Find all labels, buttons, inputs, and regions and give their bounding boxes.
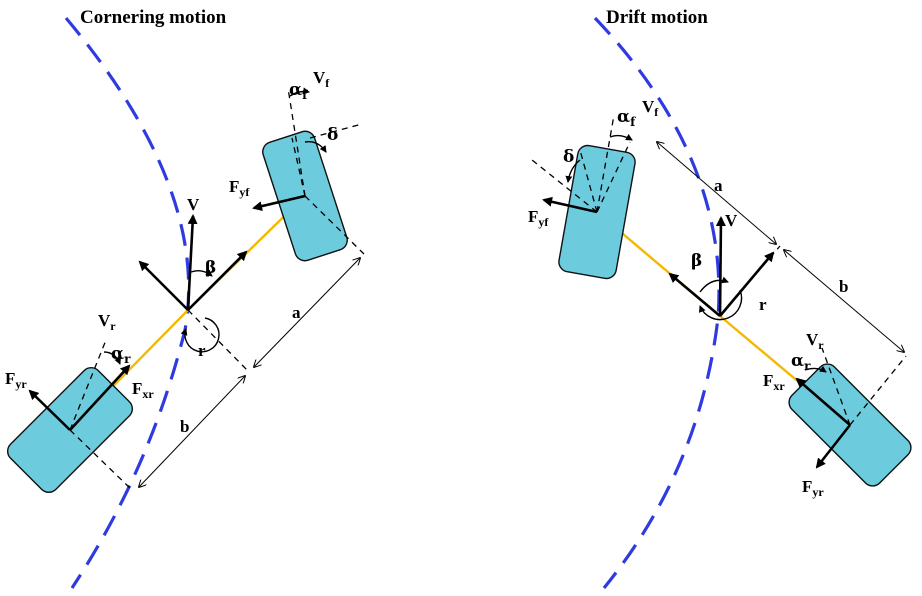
label-alpha-r-sub: r xyxy=(804,359,811,373)
label-Fyf-sub: yf xyxy=(538,215,549,229)
label-Vr: V xyxy=(806,330,819,349)
rear-long-force xyxy=(69,364,131,431)
label-a: a xyxy=(292,303,301,322)
label-delta: δ xyxy=(327,125,338,145)
label-Fxr-sub: xr xyxy=(142,387,154,401)
front-heading-dash xyxy=(291,137,306,197)
front-axle-ext xyxy=(304,195,365,255)
svg-text:αf: αf xyxy=(617,107,636,129)
label-Fxr: F xyxy=(132,379,142,398)
delta-arc xyxy=(565,159,581,183)
front-heading-dash xyxy=(596,141,631,213)
alpha-f-arc xyxy=(289,87,310,97)
front-vel-dash xyxy=(596,114,615,213)
panel-title-cornering: Cornering motion xyxy=(80,7,227,28)
alpha-r-arc xyxy=(103,351,121,365)
label-beta: β xyxy=(205,258,216,278)
label-Vr-sub: r xyxy=(818,338,824,352)
label-Vf-sub: f xyxy=(654,105,659,119)
svg-text:Vf: Vf xyxy=(313,68,330,90)
yaw-rate-arc xyxy=(698,289,743,321)
svg-text:Fxr: Fxr xyxy=(763,371,785,393)
svg-text:Vr: Vr xyxy=(806,330,824,352)
panel-cornering: Cornering motion xyxy=(5,7,365,589)
trajectory-arc xyxy=(593,16,721,590)
label-Fxr-sub: xr xyxy=(773,379,785,393)
label-Fyf: F xyxy=(528,207,538,226)
rear-axle-ext xyxy=(849,355,907,426)
label-Fyf: F xyxy=(229,177,239,196)
label-alpha-r-sub: r xyxy=(124,352,131,366)
front-lateral-force xyxy=(252,194,306,212)
label-Fyr-sub: yr xyxy=(15,377,27,391)
rear-long-force xyxy=(795,377,851,426)
label-beta: β xyxy=(691,251,702,271)
alpha-r-arc xyxy=(804,365,827,373)
svg-text:Vf: Vf xyxy=(642,97,659,119)
beta-arc xyxy=(699,276,729,293)
svg-text:αr: αr xyxy=(111,344,131,366)
svg-text:Fxr: Fxr xyxy=(132,379,154,401)
yaw-rate-arc xyxy=(180,317,220,353)
rear-axle-ext xyxy=(69,429,134,492)
label-b: b xyxy=(180,417,189,436)
label-r: r xyxy=(198,341,206,360)
label-Fyr: F xyxy=(5,369,15,388)
heading-vector xyxy=(719,251,775,317)
svg-text:Fyr: Fyr xyxy=(5,369,27,391)
label-b: b xyxy=(839,277,848,296)
label-alpha-f: α xyxy=(617,107,630,127)
cg-ext xyxy=(187,309,250,373)
label-Fyf-sub: yf xyxy=(239,185,250,199)
svg-text:αr: αr xyxy=(791,351,811,373)
label-Fyr: F xyxy=(802,477,812,496)
label-Vr-sub: r xyxy=(110,319,116,333)
front-vel-dash xyxy=(287,87,306,197)
rear-lateral-force xyxy=(28,389,71,431)
delta-ref-dash xyxy=(309,123,363,139)
label-Fxr: F xyxy=(763,371,773,390)
dim-a xyxy=(254,258,360,367)
delta-ref-dash xyxy=(531,159,598,213)
front-lateral-force xyxy=(542,196,598,214)
lateral-vector xyxy=(668,272,721,317)
label-delta: δ xyxy=(563,147,574,167)
svg-text:αf: αf xyxy=(289,80,308,102)
label-Vf-sub: f xyxy=(325,76,330,90)
label-V: V xyxy=(725,211,738,230)
heading-vector xyxy=(187,250,248,311)
alpha-f-arc xyxy=(609,133,633,141)
label-a: a xyxy=(714,176,723,195)
label-Vr: V xyxy=(98,311,111,330)
label-Fyr-sub: yr xyxy=(812,485,824,499)
svg-text:Vr: Vr xyxy=(98,311,116,333)
label-alpha-f-sub: f xyxy=(630,115,636,129)
label-alpha-f-sub: f xyxy=(302,88,308,102)
label-Vf: V xyxy=(642,97,655,116)
label-r: r xyxy=(759,295,767,314)
delta-arc xyxy=(304,141,327,153)
svg-text:Fyf: Fyf xyxy=(528,207,549,229)
rear-lateral-force xyxy=(815,424,852,469)
svg-text:Fyf: Fyf xyxy=(229,177,250,199)
dim-b xyxy=(784,250,904,352)
beta-arc xyxy=(190,269,213,277)
trajectory-arc xyxy=(64,16,191,589)
label-alpha-f: α xyxy=(289,80,302,100)
dim-a xyxy=(657,142,776,244)
svg-text:Fyr: Fyr xyxy=(802,477,824,499)
panel-drift: Drift motion xyxy=(528,7,912,590)
label-Vf: V xyxy=(313,68,326,87)
velocity-vector xyxy=(186,214,198,311)
rear-vel-dash xyxy=(821,347,851,426)
dim-b xyxy=(139,376,245,487)
label-V: V xyxy=(187,195,200,214)
velocity-vector xyxy=(715,216,726,317)
label-alpha-r: α xyxy=(791,351,804,371)
panel-title-drift: Drift motion xyxy=(606,7,708,28)
label-alpha-r: α xyxy=(111,344,124,364)
lateral-vector xyxy=(138,260,189,311)
rear-vel-dash xyxy=(69,339,107,431)
